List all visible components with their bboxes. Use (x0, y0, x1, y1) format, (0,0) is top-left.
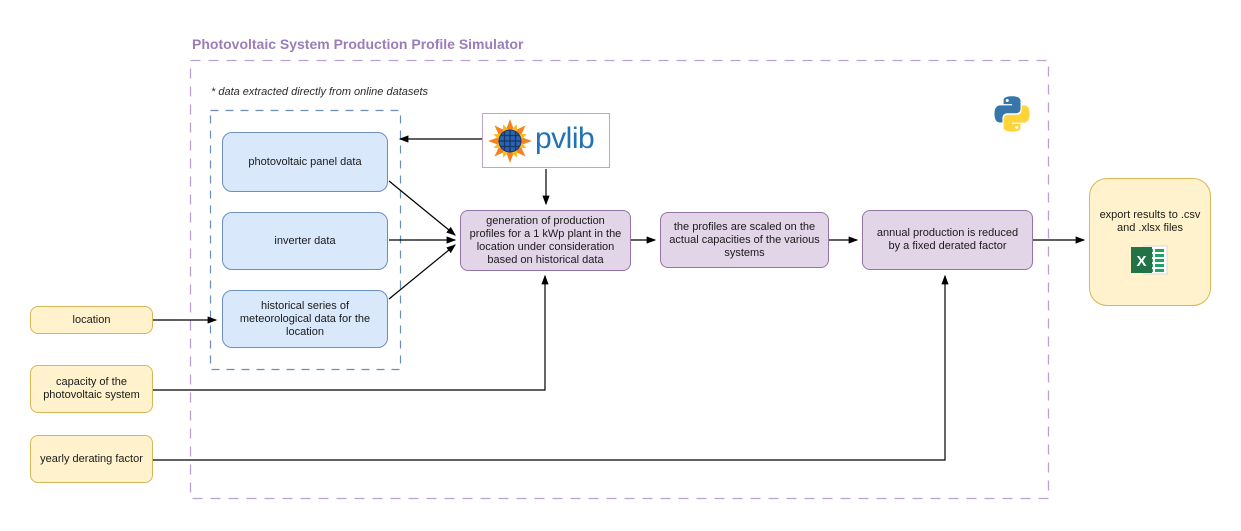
edge-weather-generation (388, 244, 456, 300)
node-photovoltaic-panel-data: photovoltaic panel data (222, 132, 388, 192)
edge-yearlyderating-derating (153, 274, 949, 461)
python-icon (994, 96, 1030, 132)
excel-icon: X (1131, 245, 1168, 274)
svg-text:X: X (1136, 253, 1146, 270)
simulator-boundary (189, 59, 1050, 500)
pvlib-wordmark: pvlib (535, 122, 595, 155)
node-export-results: export results to .csv and .xlsx files X (1089, 178, 1211, 306)
edge-panel-generation (388, 180, 456, 236)
pvlib-logo: pvlib (482, 113, 610, 168)
node-yearly-derating-factor: yearly derating factor (30, 435, 153, 483)
export-label: export results to .csv and .xlsx files (1099, 208, 1201, 234)
node-generation-profiles: generation of production profiles for a … (460, 210, 631, 271)
node-meteorological-data: historical series of meteorological data… (222, 290, 388, 348)
node-inverter-data: inverter data (222, 212, 388, 270)
node-profiles-scaling: the profiles are scaled on the actual ca… (660, 212, 829, 268)
node-capacity: capacity of the photovoltaic system (30, 365, 153, 413)
data-source-note: * data extracted directly from online da… (211, 86, 429, 98)
diagram-title: Photovoltaic System Production Profile S… (192, 36, 524, 52)
node-annual-derating: annual production is reduced by a fixed … (862, 210, 1033, 270)
edge-capacity-generation (153, 274, 549, 391)
pvlib-sun-icon (488, 118, 532, 163)
node-location: location (30, 306, 153, 334)
